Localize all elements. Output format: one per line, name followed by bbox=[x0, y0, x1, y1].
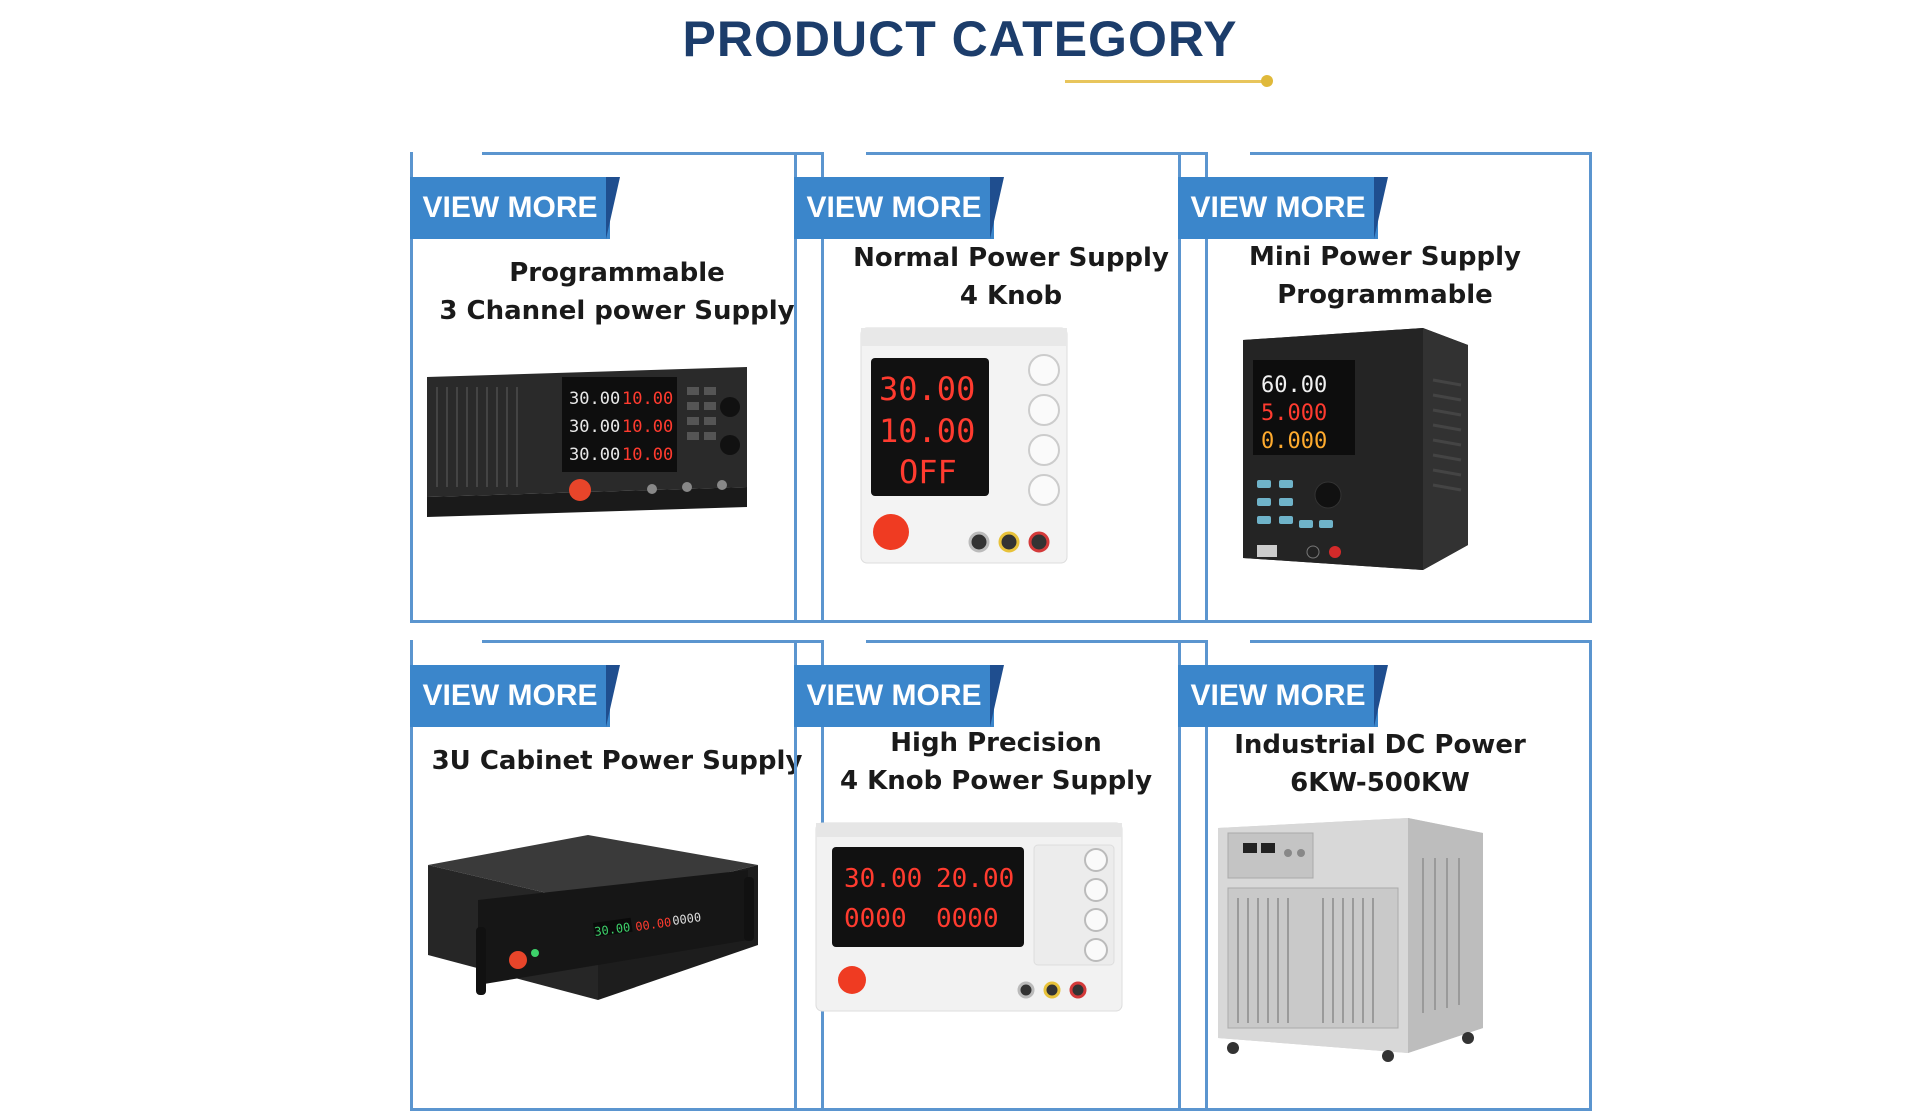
view-more-label: VIEW MORE bbox=[422, 679, 598, 712]
view-more-label: VIEW MORE bbox=[1190, 191, 1366, 224]
product-card-normal-4-knob[interactable]: VIEW MORE Normal Power Supply 4 Knob 30.… bbox=[794, 152, 1208, 623]
product-image-normal-4-knob-supply: 30.00 10.00 OFF bbox=[860, 327, 1068, 564]
view-more-button[interactable]: VIEW MORE bbox=[794, 177, 1009, 239]
product-title: Programmable 3 Channel power Supply bbox=[439, 258, 795, 326]
view-more-button[interactable]: VIEW MORE bbox=[1178, 665, 1393, 727]
product-image-3-channel-supply: 30.00 10.00 30.00 10.00 30.00 10.00 bbox=[427, 367, 747, 517]
product-title: High Precision 4 Knob Power Supply bbox=[839, 728, 1153, 796]
page-heading: PRODUCT CATEGORY bbox=[682, 11, 1238, 67]
product-image-3u-cabinet-supply: 30.00 00.00 0000 bbox=[428, 835, 758, 1000]
view-more-button[interactable]: VIEW MORE bbox=[410, 665, 625, 727]
view-more-label: VIEW MORE bbox=[806, 191, 982, 224]
view-more-button[interactable]: VIEW MORE bbox=[410, 177, 625, 239]
product-card-3u-cabinet[interactable]: VIEW MORE 3U Cabinet Power Supply 30.00 … bbox=[410, 640, 824, 1111]
display-voltage: 60.00 bbox=[1261, 373, 1327, 398]
display-voltage: 30.00 bbox=[879, 370, 975, 408]
product-card-industrial-dc[interactable]: VIEW MORE Industrial DC Power 6KW-500KW bbox=[1178, 640, 1592, 1111]
product-card-programmable-3-channel[interactable]: VIEW MORE Programmable 3 Channel power S… bbox=[410, 152, 824, 623]
display-a2: 10.00 bbox=[622, 417, 673, 437]
heading-underline-dot bbox=[1261, 75, 1273, 87]
product-image-high-precision-supply: 30.00 20.00 0000 0000 bbox=[815, 822, 1123, 1012]
view-more-label: VIEW MORE bbox=[806, 679, 982, 712]
product-title: Normal Power Supply 4 Knob bbox=[853, 243, 1169, 311]
product-title: 3U Cabinet Power Supply bbox=[431, 746, 803, 776]
heading-underline bbox=[1065, 80, 1267, 83]
display-current: 10.00 bbox=[879, 412, 975, 450]
product-title: Industrial DC Power 6KW-500KW bbox=[1234, 730, 1526, 798]
product-card-mini-programmable[interactable]: VIEW MORE Mini Power Supply Programmable… bbox=[1178, 152, 1592, 623]
display-v2: 0000 bbox=[844, 904, 907, 934]
view-more-button[interactable]: VIEW MORE bbox=[1178, 177, 1393, 239]
product-image-mini-programmable-supply: 60.00 5.000 0.000 bbox=[1243, 328, 1468, 570]
display-v3: 30.00 bbox=[569, 445, 620, 465]
display-v: 30.00 bbox=[844, 864, 922, 894]
product-title: Mini Power Supply Programmable bbox=[1248, 242, 1522, 310]
view-more-label: VIEW MORE bbox=[1190, 679, 1366, 712]
display-a1: 10.00 bbox=[622, 389, 673, 409]
display-a: 20.00 bbox=[936, 864, 1014, 894]
display-v2: 30.00 bbox=[569, 417, 620, 437]
display-power: 0.000 bbox=[1261, 429, 1327, 454]
display-v1: 30.00 bbox=[569, 389, 620, 409]
product-image-industrial-dc-cabinet bbox=[1218, 818, 1483, 1062]
display-current: 5.000 bbox=[1261, 401, 1327, 426]
view-more-label: VIEW MORE bbox=[422, 191, 598, 224]
view-more-button[interactable]: VIEW MORE bbox=[794, 665, 1009, 727]
display-voltage: 30.00 bbox=[593, 920, 631, 939]
display-power: 0000 bbox=[671, 910, 702, 928]
display-a2: 0000 bbox=[936, 904, 999, 934]
display-a3: 10.00 bbox=[622, 445, 673, 465]
display-current: 00.00 bbox=[634, 915, 672, 934]
display-status: OFF bbox=[899, 453, 957, 491]
product-card-high-precision-4-knob[interactable]: VIEW MORE High Precision 4 Knob Power Su… bbox=[794, 640, 1208, 1111]
